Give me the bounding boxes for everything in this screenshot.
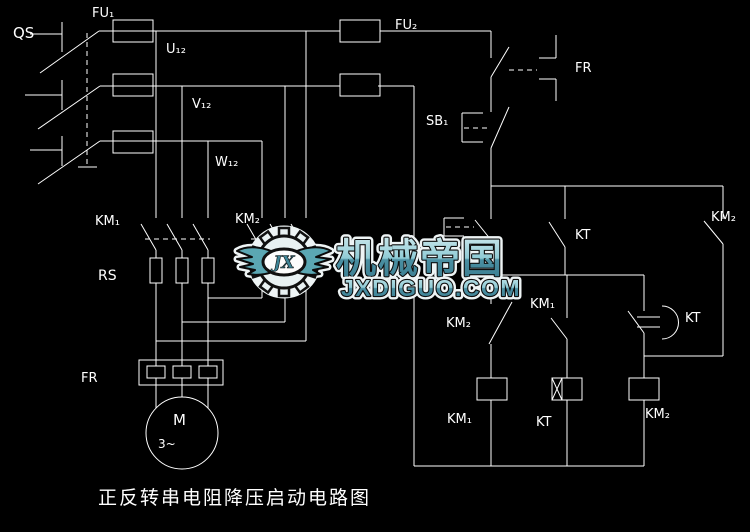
fr-heater-element [138, 359, 224, 408]
qs-switch [25, 22, 101, 185]
label-qs: QS [13, 24, 35, 42]
label-km2-coil: KM₂ [645, 407, 670, 422]
label-km1-aux: KM₁ [530, 297, 555, 312]
label-kt-no: KT [575, 228, 591, 243]
winged-gear-logo: JX [233, 225, 335, 299]
label-km2-interlock: KM₂ [446, 316, 471, 331]
label-fu1: FU₁ [92, 6, 115, 21]
motor [145, 396, 219, 470]
label-u12: U₁₂ [166, 42, 186, 57]
watermark-domain-glow: JXDIGUO.COM [341, 275, 521, 301]
label-kt-delayed: KT [685, 311, 701, 326]
watermark-brand-glow: 机械帝国 [336, 237, 504, 281]
label-km1-power: KM₁ [95, 214, 120, 229]
label-motor-m: M [173, 411, 186, 429]
diagram-caption: 正反转串电阻降压启动电路图 [98, 487, 372, 509]
label-motor-phases: 3~ [158, 437, 176, 451]
label-fr-power: FR [81, 371, 98, 386]
label-fr-ctrl: FR [575, 61, 592, 76]
label-sb1: SB₁ [426, 114, 449, 129]
watermark: JX 机械帝国 机械帝国 JXDIGUO.COM JXDIGUO.COM [233, 225, 523, 305]
watermark-domain: JXDIGUO.COM [341, 275, 521, 301]
power-lines [99, 30, 492, 466]
fu2-fuses [339, 19, 381, 97]
label-fu2: FU₂ [395, 18, 418, 33]
label-km2-power: KM₂ [235, 212, 260, 227]
label-w12: W₁₂ [215, 155, 239, 170]
label-kt-coil: KT [536, 415, 552, 430]
km1-main-contacts [140, 223, 210, 258]
label-v12: V₁₂ [192, 97, 212, 112]
control-circuit [414, 35, 724, 467]
watermark-brand: 机械帝国 [336, 237, 504, 281]
logo-monogram: JX [270, 253, 295, 273]
label-rs: RS [98, 268, 117, 284]
rs-resistors [149, 257, 306, 366]
label-km1-coil: KM₁ [447, 412, 472, 427]
label-km2-selfhold: KM₂ [711, 210, 736, 225]
